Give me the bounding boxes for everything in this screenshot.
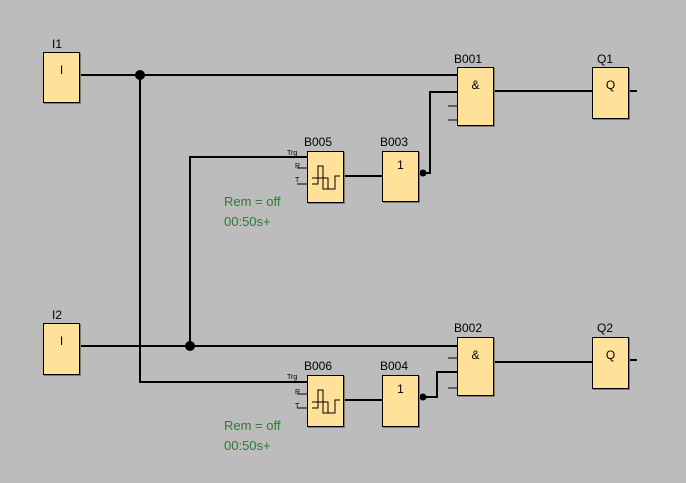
- input-symbol: I: [59, 63, 64, 77]
- not-symbol: 1: [397, 382, 404, 396]
- pulse-timer-icon: [312, 389, 340, 414]
- wire-b004-b002: [418, 371, 458, 398]
- and-block-b002[interactable]: &: [457, 337, 494, 396]
- pin-label-r: R: [295, 389, 301, 396]
- output-symbol: Q: [605, 78, 616, 92]
- block-label-q1: Q1: [597, 52, 614, 66]
- block-label-b004: B004: [380, 359, 409, 373]
- wire-i1-b006: [139, 75, 307, 383]
- not-symbol: 1: [397, 158, 404, 172]
- output-symbol: Q: [605, 348, 616, 362]
- junction-i1: [135, 70, 145, 80]
- param-remanence-b006: Rem = off: [224, 418, 281, 433]
- and-block-b001[interactable]: &: [457, 67, 494, 126]
- block-label-i2: I2: [52, 308, 63, 322]
- timer-block-b005[interactable]: [307, 151, 344, 203]
- pulse-timer-icon: [312, 165, 340, 190]
- input-block-i2[interactable]: I: [43, 323, 80, 375]
- wire-b003-b001: [418, 91, 458, 174]
- pin-label-t: T: [295, 403, 300, 410]
- junction-b004-out: [419, 393, 427, 401]
- and-symbol: &: [471, 348, 480, 362]
- wire-i2-b005: [189, 156, 307, 346]
- param-remanence-b005: Rem = off: [224, 194, 281, 209]
- input-symbol: I: [59, 334, 64, 348]
- pin-label-t: T: [295, 177, 300, 184]
- block-label-b001: B001: [454, 52, 483, 66]
- output-block-q2[interactable]: Q: [592, 337, 629, 389]
- param-time-b006: 00:50s+: [224, 438, 271, 453]
- pin-label-trg: Trg: [287, 374, 298, 381]
- input-block-i1[interactable]: I: [43, 52, 80, 103]
- pin-label-trg: Trg: [287, 150, 298, 157]
- junction-i2: [185, 341, 195, 351]
- not-block-b003[interactable]: 1: [382, 151, 419, 202]
- block-label-b006: B006: [304, 359, 333, 373]
- block-label-b002: B002: [454, 321, 483, 335]
- output-block-q1[interactable]: Q: [592, 67, 629, 119]
- timer-block-b006[interactable]: [307, 375, 344, 427]
- block-label-i1: I1: [52, 37, 63, 51]
- and-symbol: &: [471, 78, 480, 92]
- param-time-b005: 00:50s+: [224, 214, 271, 229]
- not-block-b004[interactable]: 1: [382, 375, 419, 427]
- block-label-q2: Q2: [597, 321, 614, 335]
- block-label-b003: B003: [380, 135, 409, 149]
- block-label-b005: B005: [304, 135, 333, 149]
- pin-label-r: R: [295, 163, 301, 170]
- junction-b003-out: [419, 169, 427, 177]
